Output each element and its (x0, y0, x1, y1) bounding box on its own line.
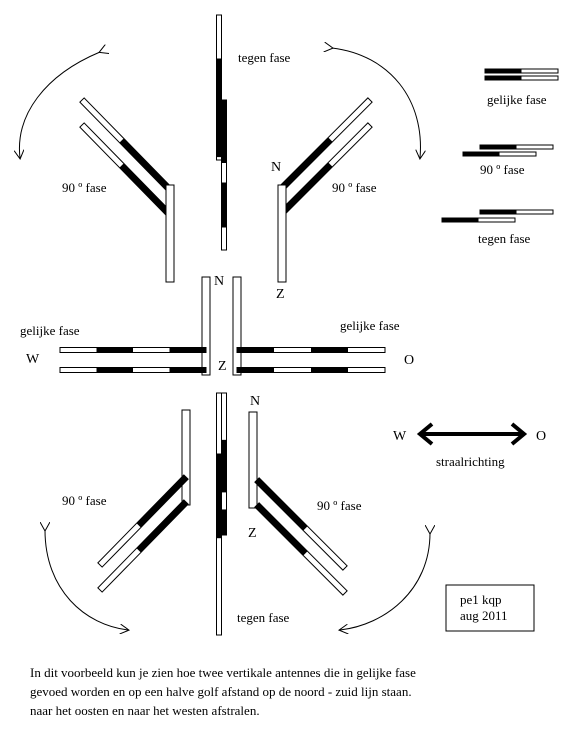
top-element-b (221, 99, 227, 251)
legend-gelijke-fase-bar-a (484, 68, 559, 74)
bottom-element-a (216, 392, 222, 636)
lower-right-feed (248, 411, 258, 509)
label-90-fase-lower-right: 90 º fase (317, 498, 362, 513)
direction-label: straalrichting (436, 454, 505, 469)
legend-tegen-fase-bar-b (441, 217, 516, 223)
label-90-fase-upper-right: 90 º fase (332, 180, 377, 195)
caption-line-2: gevoed worden en op een halve golf afsta… (30, 684, 412, 699)
label-n-center: N (214, 274, 224, 289)
lower-left-element-b (97, 499, 189, 593)
west-element-b (59, 367, 207, 373)
direction-west-label: W (393, 429, 407, 444)
label-n-lower-right: N (250, 394, 260, 409)
rotation-arrow-lower-left (45, 530, 128, 630)
rotation-arrow-upper-right (332, 48, 420, 158)
legend-90-fase-bar-b (462, 151, 537, 157)
legend-gelijke-fase-bar-b (484, 75, 559, 81)
upper-left-element-a (79, 97, 173, 193)
rotation-arrow-lower-right (340, 533, 430, 630)
signature-line-1: pe1 kqp (460, 592, 502, 607)
label-z-upper-right: Z (276, 287, 285, 302)
upper-right-element-a (279, 97, 373, 191)
center-element-e (232, 276, 242, 376)
caption-line-3: naar het oosten en naar het westen afstr… (30, 703, 260, 718)
caption-line-1: In dit voorbeeld kun je zien hoe twee ve… (30, 665, 416, 680)
label-west-center: W (26, 352, 40, 367)
east-element-b (236, 367, 386, 373)
label-z-lower-right: Z (248, 526, 257, 541)
west-element-a (59, 347, 207, 353)
upper-left-element-b (79, 122, 173, 218)
signature-line-2: aug 2011 (460, 608, 508, 623)
upper-left-feed (165, 184, 175, 283)
legend-tegen-fase-bar-a (479, 209, 554, 215)
top-element-a (216, 14, 222, 161)
legend-tegen-fase-label: tegen fase (478, 231, 531, 246)
east-element-a (236, 347, 386, 353)
signature-box (445, 584, 535, 632)
antenna-elements (59, 14, 559, 636)
label-90-fase-upper-left: 90 º fase (62, 180, 107, 195)
label-90-fase-lower-left: 90 º fase (62, 493, 107, 508)
direction-east-label: O (536, 429, 546, 444)
label-n-upper-right: N (271, 160, 281, 175)
lower-left-feed (181, 409, 191, 506)
lower-right-element-b (254, 502, 348, 596)
legend-90-fase-label: 90 º fase (480, 162, 525, 177)
rotation-arrow-upper-left (19, 52, 100, 158)
label-east-center: O (404, 353, 414, 368)
center-element-w (201, 276, 211, 376)
label-tegen-fase-top: tegen fase (238, 50, 291, 65)
label-gelijke-fase-right: gelijke fase (340, 318, 400, 333)
upper-right-feed (277, 184, 287, 283)
legend-90-fase-bar-a (479, 144, 554, 150)
lower-left-element-a (97, 474, 189, 568)
lower-right-element-a (254, 477, 348, 571)
legend-gelijke-fase-label: gelijke fase (487, 92, 547, 107)
rotation-arrows (19, 48, 430, 630)
label-tegen-fase-bottom: tegen fase (237, 610, 290, 625)
label-gelijke-fase-left: gelijke fase (20, 323, 80, 338)
label-z-center: Z (218, 359, 227, 374)
direction-arrow (416, 422, 528, 446)
bottom-element-b (221, 392, 227, 536)
upper-right-element-b (279, 122, 373, 216)
